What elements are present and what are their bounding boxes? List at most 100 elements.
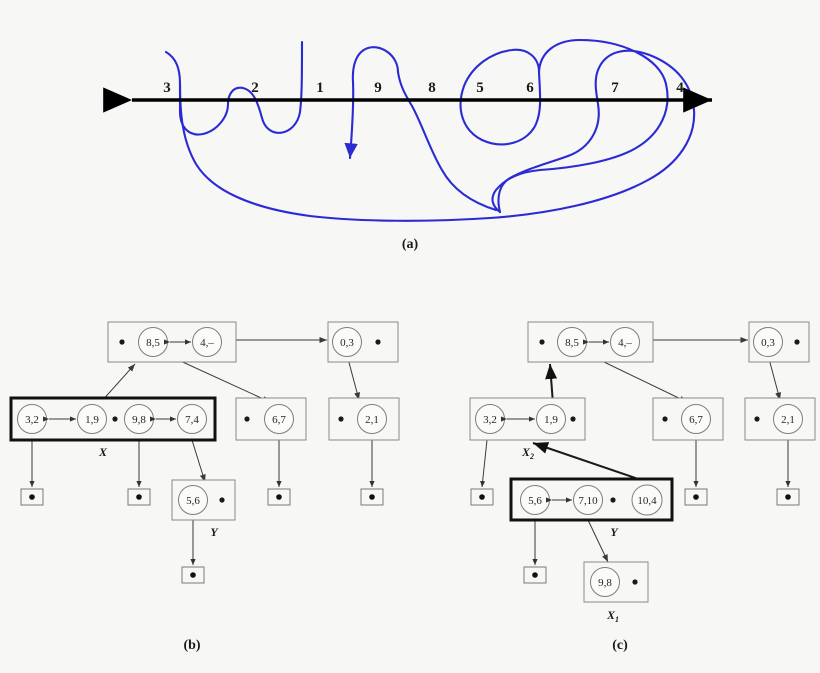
arrow-c-710-to-X1[interactable] (587, 519, 609, 563)
c-box-top-left[interactable]: 8,5 4,– (527, 321, 654, 363)
c-node-03-label: 0,3 (761, 337, 775, 349)
curve-strand-left-outer (178, 82, 492, 222)
panel-a: 3 2 1 9 8 5 6 7 4 (a) (103, 38, 712, 252)
c-box-Y[interactable]: 5,6 7,10 10,4 (509, 477, 674, 522)
axis-label-8: 4 (676, 80, 684, 96)
axis-label-4: 8 (428, 80, 436, 96)
curve-strand-inner-loop (459, 48, 542, 146)
b-box-X[interactable]: 3,2 1,9 9,8 7,4 (9, 396, 217, 442)
b-node-19-circle[interactable] (77, 404, 107, 434)
b-nil-box-4[interactable] (360, 488, 384, 506)
b-dot-cell-X (112, 416, 118, 422)
c-node-32-label: 3,2 (483, 414, 497, 426)
c-dot-cell-top-left (539, 339, 545, 345)
c-nil-boxes (470, 488, 800, 584)
c-node-19-circle[interactable] (536, 404, 566, 434)
c-label-X2-base: X (521, 445, 531, 459)
c-node-104-circle[interactable] (631, 484, 663, 516)
b-node-98-label: 9,8 (132, 414, 146, 426)
b-nil-boxes (20, 488, 384, 584)
c-node-21-circle[interactable] (773, 404, 803, 434)
c-node-98-label: 9,8 (598, 577, 612, 589)
c-nil-box-4[interactable] (523, 566, 547, 584)
b-box-2-1[interactable]: 2,1 (328, 397, 400, 441)
b-dot-cell-top-left (119, 339, 125, 345)
b-nil-box-1[interactable] (20, 488, 44, 506)
b-node-85-label: 8,5 (146, 337, 160, 349)
c-node-03-circle[interactable] (753, 327, 783, 357)
axis-label-0: 3 (163, 80, 171, 96)
c-label-X2-sub: 2 (529, 452, 534, 461)
c-node-98-circle[interactable] (590, 567, 620, 597)
b-nil-box-5[interactable] (181, 566, 205, 584)
b-dot-cell-top-right (375, 339, 381, 345)
c-node-4dash-label: 4,– (618, 337, 632, 349)
b-node-21-label: 2,1 (365, 414, 379, 426)
c-dot-cell-X2 (570, 416, 576, 422)
axis-label-6: 6 (526, 80, 534, 96)
c-box-X2[interactable]: 3,2 1,9 (469, 397, 586, 441)
b-dot-cell-2-1 (338, 416, 344, 422)
c-label-X1-sub: 1 (615, 615, 619, 624)
b-box-Y[interactable]: 5,6 (171, 479, 236, 521)
c-node-85-label: 8,5 (565, 337, 579, 349)
arrow-c-19-to-topbox[interactable] (545, 363, 558, 405)
c-label-Y: Y (610, 525, 619, 539)
c-box-X1[interactable]: 9,8 (583, 561, 649, 603)
b-label-X: X (98, 445, 108, 459)
c-dot-cell-2-1 (754, 416, 760, 422)
b-node-74-circle[interactable] (177, 404, 207, 434)
c-node-710-circle[interactable] (573, 485, 603, 515)
c-dot-cell-top-right (794, 339, 800, 345)
arrow-c-104-to-X2[interactable] (532, 442, 651, 484)
b-node-67-circle[interactable] (264, 404, 294, 434)
c-node-67-circle[interactable] (681, 404, 711, 434)
b-node-74-label: 7,4 (185, 414, 199, 426)
b-node-03-label: 0,3 (340, 337, 354, 349)
b-node-56-circle[interactable] (178, 485, 208, 515)
b-node-03-circle[interactable] (332, 327, 362, 357)
panel-c-arrows (480, 337, 791, 565)
c-dot-cell-6-7 (662, 416, 668, 422)
axis-label-2: 1 (316, 80, 324, 96)
caption-c: (c) (612, 638, 628, 653)
b-box-6-7[interactable]: 6,7 (235, 397, 307, 441)
arrow-b-74-to-56[interactable] (191, 439, 206, 483)
axis-label-7: 7 (611, 80, 619, 96)
curve-strand-tail (497, 154, 570, 214)
b-node-67-label: 6,7 (272, 414, 286, 426)
b-box-top-left[interactable]: 8,5 4,– (107, 321, 237, 363)
caption-b: (b) (183, 638, 200, 653)
c-node-710-label: 7,10 (578, 495, 598, 507)
arrow-c-32-to-nil[interactable] (480, 439, 488, 488)
b-box-top-right[interactable]: 0,3 (327, 321, 399, 363)
c-box-top-right[interactable]: 0,3 (748, 321, 810, 363)
c-box-6-7[interactable]: 6,7 (652, 397, 724, 441)
b-node-56-label: 5,6 (186, 495, 200, 507)
c-node-4dash-circle[interactable] (610, 327, 640, 357)
c-node-67-label: 6,7 (689, 414, 703, 426)
c-dot-cell-Y (610, 497, 616, 503)
b-node-4dash-circle[interactable] (192, 327, 222, 357)
c-node-56-label: 5,6 (528, 495, 542, 507)
b-node-19-label: 1,9 (85, 414, 99, 426)
axis-label-3: 9 (374, 80, 382, 96)
axis-label-1: 2 (251, 80, 259, 96)
c-nil-box-1[interactable] (470, 488, 494, 506)
b-dot-cell-6-7 (244, 416, 250, 422)
b-node-32-label: 3,2 (25, 414, 39, 426)
c-node-19-label: 1,9 (544, 414, 558, 426)
curve-strand-outer-spiral (491, 38, 669, 214)
c-nil-box-2[interactable] (684, 488, 708, 506)
panel-b-arrows (29, 337, 375, 565)
panel-b: 8,5 4,– 0,3 3,2 1,9 9,8 7,4 X (9, 321, 400, 653)
b-label-Y: Y (210, 525, 219, 539)
b-nil-box-3[interactable] (267, 488, 291, 506)
b-node-21-circle[interactable] (357, 404, 387, 434)
axis-label-5: 5 (476, 80, 484, 96)
c-nil-box-3[interactable] (776, 488, 800, 506)
c-box-2-1[interactable]: 2,1 (744, 397, 816, 441)
b-node-4dash-label: 4,– (200, 337, 214, 349)
b-nil-box-2[interactable] (127, 488, 151, 506)
